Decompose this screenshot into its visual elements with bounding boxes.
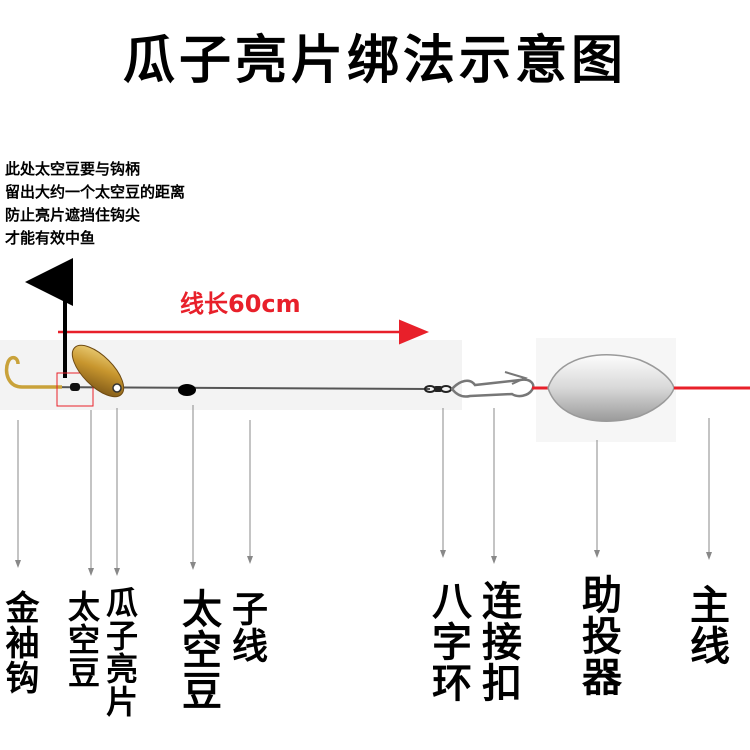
- label-swivel: 八字环: [425, 580, 471, 703]
- label-snap: 连接扣: [475, 580, 521, 703]
- tip-note-line: 才能有效中鱼: [5, 229, 96, 247]
- spoon-icon: [71, 344, 125, 398]
- rig-photo-background: [0, 340, 462, 410]
- snap-icon: [450, 371, 535, 398]
- bead-icon: [70, 383, 80, 391]
- leader-line: [23, 386, 431, 390]
- hook-icon: [4, 355, 62, 389]
- label-spoon: 瓜子亮片: [101, 586, 139, 718]
- label-caster: 助投器: [575, 574, 621, 697]
- label-leader: 子线: [226, 590, 267, 664]
- pointer-lines: [17, 405, 710, 568]
- line-length-label: 线长60cm: [180, 290, 301, 318]
- tip-note: 此处太空豆要与钩柄 留出大约一个太空豆的距离 防止亮片遮挡住钩尖 才能有效中鱼: [5, 158, 185, 250]
- tip-note-line: 此处太空豆要与钩柄: [5, 160, 141, 178]
- label-bead-near-hook: 太空豆: [63, 590, 101, 689]
- label-bead: 太空豆: [175, 588, 221, 711]
- spoon-ring-icon: [112, 383, 122, 393]
- tip-note-line: 防止亮片遮挡住钩尖: [5, 206, 141, 224]
- tip-note-line: 留出大约一个太空豆的距离: [5, 183, 186, 201]
- pointer-arrowheads: [15, 550, 712, 576]
- bead-icon: [178, 384, 196, 396]
- highlight-box: [56, 372, 94, 407]
- diagram-title: 瓜子亮片绑法示意图: [122, 31, 627, 91]
- label-main-line: 主线: [683, 584, 729, 666]
- label-hook: 金袖钩: [0, 590, 39, 695]
- swivel-icon: [424, 385, 452, 393]
